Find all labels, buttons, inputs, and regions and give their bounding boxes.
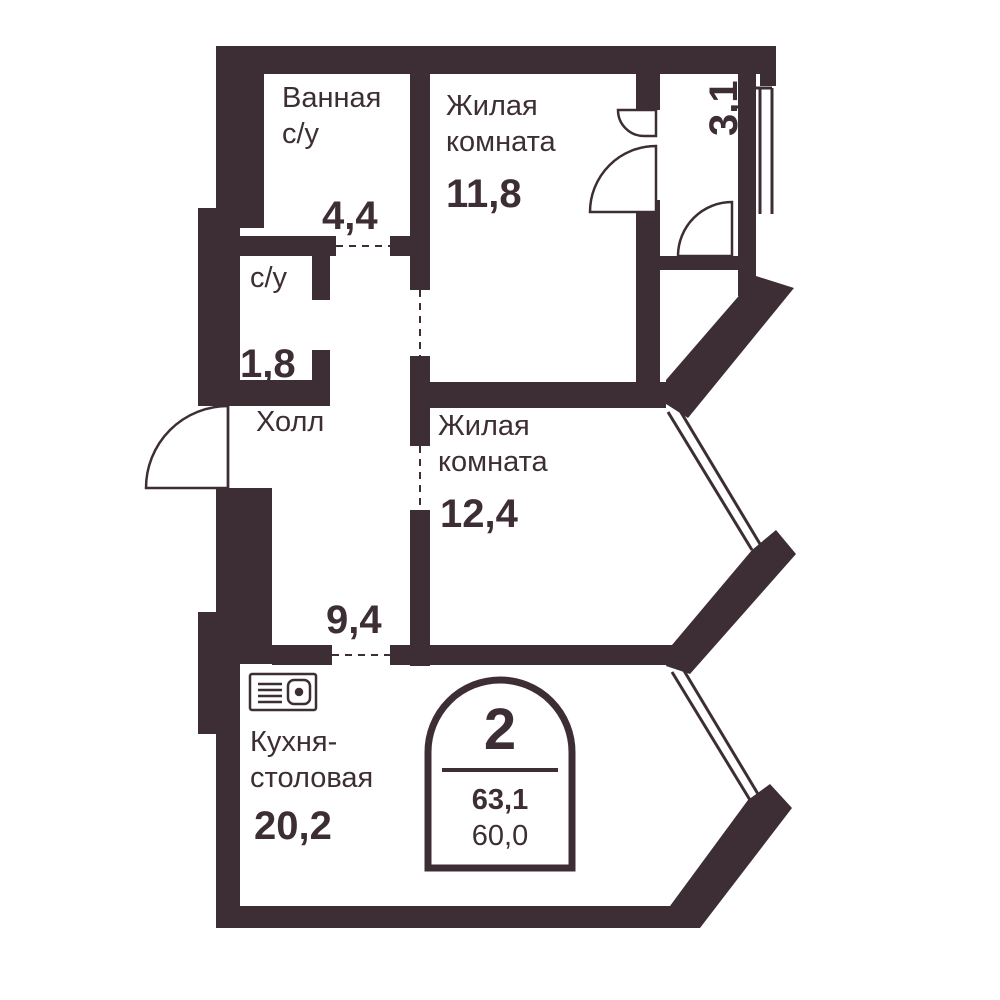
badge-total-area: 63,1 [471, 784, 529, 816]
bedroom1-area: 11,8 [446, 172, 522, 216]
bedroom1-sublabel: комната [446, 126, 556, 158]
bedroom2-area: 12,4 [440, 492, 518, 536]
bathroom-sublabel: с/у [282, 118, 320, 150]
balcony-area: 3,1 [702, 80, 746, 136]
wc-label: с/у [250, 262, 288, 294]
kitchen-sublabel: столовая [250, 762, 374, 794]
kitchen-area: 20,2 [254, 804, 332, 848]
openings [332, 245, 421, 656]
bedroom2-sublabel: комната [438, 446, 548, 478]
hall-label: Холл [256, 406, 325, 438]
bathroom-area: 4,4 [322, 194, 378, 238]
bedroom1-label: Жилая [446, 90, 538, 122]
apartment-badge [424, 676, 576, 872]
doors [144, 108, 734, 490]
sink-icon [248, 672, 318, 712]
kitchen-label: Кухня- [250, 726, 338, 758]
badge-living-area: 60,0 [471, 820, 529, 852]
bathroom-label: Ванная [282, 82, 382, 114]
hall-area: 9,4 [326, 598, 382, 642]
badge-room-count: 2 [483, 697, 517, 762]
bedroom2-label: Жилая [438, 410, 530, 442]
windows [666, 86, 774, 801]
wc-area: 1,8 [240, 342, 296, 386]
walls [198, 46, 796, 928]
